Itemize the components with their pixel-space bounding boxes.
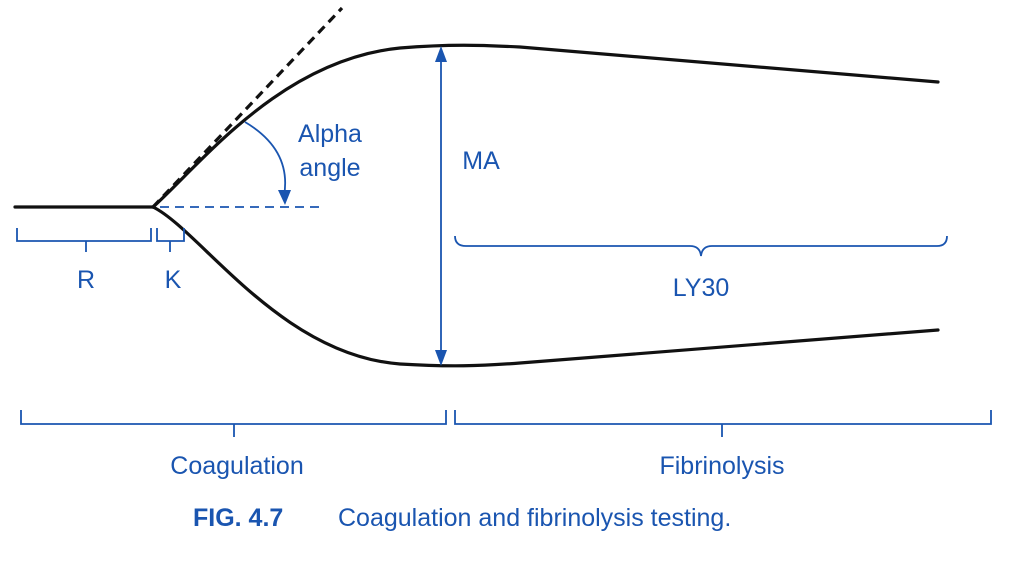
k-label: K — [165, 266, 182, 294]
alpha-arrowhead-icon — [278, 190, 291, 205]
alpha-label-line1: Alpha — [298, 120, 362, 148]
upper-amplitude-curve — [151, 43, 940, 209]
coagulation-label: Coagulation — [170, 452, 303, 480]
figure-caption: Coagulation and fibrinolysis testing. — [338, 504, 731, 532]
alpha-tangent-line — [151, 6, 344, 209]
fibrinolysis-label: Fibrinolysis — [659, 452, 784, 480]
ly30-label: LY30 — [673, 274, 730, 302]
ma-arrowhead-down-icon — [435, 350, 447, 366]
alpha-angle-arc — [244, 121, 286, 197]
coagulation-bracket — [20, 410, 447, 437]
ma-arrowhead-up-icon — [435, 46, 447, 62]
r-label: R — [77, 266, 95, 294]
figure-number: FIG. 4.7 — [193, 504, 283, 532]
r-bracket — [16, 228, 152, 252]
lower-amplitude-curve — [151, 205, 940, 368]
alpha-label-line2: angle — [299, 154, 360, 182]
fibrinolysis-bracket — [454, 410, 992, 437]
k-bracket — [156, 228, 185, 252]
ly30-brace — [454, 235, 948, 257]
ma-label: MA — [462, 147, 500, 175]
